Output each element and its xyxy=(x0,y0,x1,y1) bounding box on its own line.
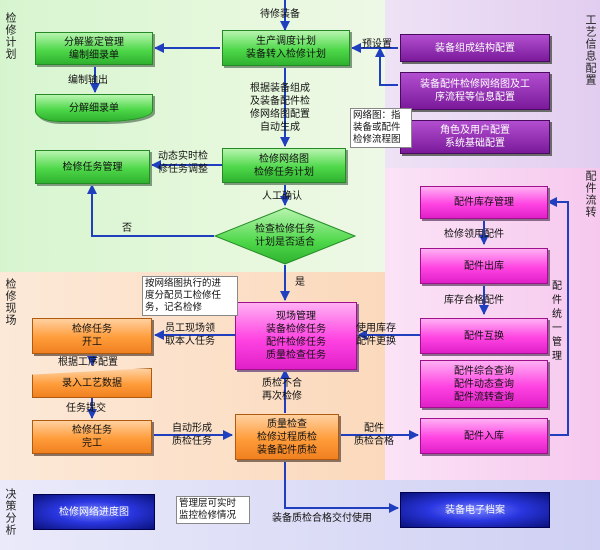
mgmt-note: 管理层可实时 监控检修情况 xyxy=(176,496,250,524)
label-dynamic-adjust: 动态实时检 修任务调整 xyxy=(158,151,208,175)
parts-out-box[interactable]: 配件出库 xyxy=(420,248,548,284)
parts-swap-box[interactable]: 配件互换 xyxy=(420,318,548,354)
label-parts-pass: 配件 质检合格 xyxy=(354,423,394,447)
parts-network-box[interactable]: 装备配件检修网络图及工 序流程等信息配置 xyxy=(400,72,550,110)
input-label: 待修装备 xyxy=(260,9,300,20)
zone-label-craft: 工艺信息配置 xyxy=(584,14,597,86)
decompose-box[interactable]: 分解鉴定管理 编制细录单 xyxy=(35,32,153,65)
label-stock-swap: 库存合格配件 xyxy=(444,295,504,306)
task-done-box[interactable]: 检修任务 完工 xyxy=(32,420,152,454)
label-staff-claim: 员工现场领 取本人任务 xyxy=(165,323,215,347)
arrow-partsnet-to-plan xyxy=(375,47,398,86)
label-auto-gen: 根据装备组成 及装备配件检 修网络图配置 自动生成 xyxy=(250,83,310,133)
label-parts-mgmt: 配件统一管理 xyxy=(552,281,562,362)
site-note: 按网络图执行的进 度分配员工检修任 务，记名检修 xyxy=(142,276,238,316)
zone-label-site: 检修现场 xyxy=(4,278,17,326)
arrow-quality-to-archive xyxy=(284,458,399,513)
parts-in-box[interactable]: 配件入库 xyxy=(420,418,548,454)
arrow-partsin-to-stock xyxy=(547,197,569,436)
label-auto-form: 自动形成 质检任务 xyxy=(172,423,212,447)
zone-label-decision: 决策分析 xyxy=(4,488,17,536)
label-task-submit: 任务提交 xyxy=(66,403,106,414)
task-mgmt-box[interactable]: 检修任务管理 xyxy=(35,150,150,184)
label-deliver: 装备质检合格交付使用 xyxy=(272,513,372,524)
detail-list-doc[interactable]: 分解细录单 xyxy=(35,94,153,122)
label-by-process: 根据工序配置 xyxy=(58,357,118,368)
network-progress-box[interactable]: 检修网络进度图 xyxy=(33,494,155,530)
decision-text: 检查检修任务 计划是否适合 xyxy=(255,224,315,248)
label-preset: 预设置 xyxy=(362,39,392,50)
label-no: 否 xyxy=(122,223,132,234)
zone-label-parts: 配件流转 xyxy=(584,170,597,218)
arrow-decision-no xyxy=(87,184,214,237)
archive-box[interactable]: 装备电子档案 xyxy=(400,492,550,528)
network-note: 网络图：指 装备或配件 检修流程图 xyxy=(350,108,412,148)
label-qc-fail: 质检不合 再次检修 xyxy=(262,378,302,402)
label-yes: 是 xyxy=(295,277,305,288)
label-collect-parts: 检修领用配件 xyxy=(444,229,504,240)
zone-label-plan: 检修计划 xyxy=(4,12,17,60)
parts-stock-box[interactable]: 配件库存管理 xyxy=(420,186,548,219)
diamond-shape xyxy=(214,207,356,265)
quality-check-box[interactable]: 质量检查 检修过程质检 装备配件质检 xyxy=(235,414,339,460)
decision-diamond[interactable]: 检查检修任务 计划是否适合 xyxy=(214,207,356,265)
parts-query-box[interactable]: 配件综合查询 配件动态查询 配件流转查询 xyxy=(420,360,548,408)
label-use-stock: 使用库存 配件更换 xyxy=(356,323,396,347)
role-config-box[interactable]: 角色及用户配置 系统基础配置 xyxy=(400,120,550,154)
task-start-box[interactable]: 检修任务 开工 xyxy=(32,318,152,354)
equip-struct-box[interactable]: 装备组成结构配置 xyxy=(400,34,550,62)
label-confirm: 人工确认 xyxy=(262,191,302,202)
production-plan-box[interactable]: 生产调度计划 装备转入检修计划 xyxy=(222,30,350,66)
label-compile-output: 编制输出 xyxy=(68,75,108,86)
site-mgmt-box[interactable]: 现场管理 装备检修任务 配件检修任务 质量检查任务 xyxy=(235,302,357,370)
network-plan-box[interactable]: 检修网络图 检修任务计划 xyxy=(222,148,346,183)
